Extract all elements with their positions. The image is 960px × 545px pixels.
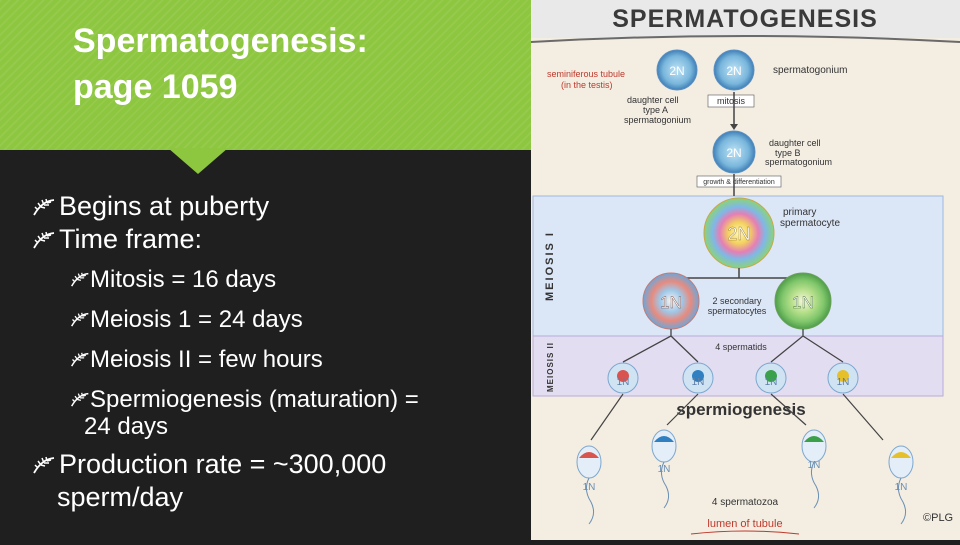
sub-bullet-item: Spermiogenesis (maturation) = 24 days bbox=[32, 386, 522, 440]
ploidy-label: 1N bbox=[692, 377, 705, 388]
bullet-text: Spermiogenesis (maturation) = bbox=[90, 386, 419, 413]
ploidy-label: 2N bbox=[669, 64, 684, 78]
seminiferous-label: seminiferous tubule bbox=[547, 69, 625, 79]
copyright-label: ©PLG bbox=[923, 512, 953, 524]
spermatids-label: 4 spermatids bbox=[715, 342, 767, 352]
ploidy-label: 1N bbox=[660, 293, 682, 312]
spermatogenesis-figure: SPERMATOGENESIS MEIOSIS I MEIOSIS II sem… bbox=[530, 0, 960, 540]
title-line-2: page 1059 bbox=[73, 68, 238, 106]
ploidy-label: 1N bbox=[765, 377, 778, 388]
fern-bullet-icon bbox=[33, 231, 55, 249]
growth-label: growth & differentiation bbox=[703, 179, 775, 186]
spermiogenesis-label: spermiogenesis bbox=[676, 400, 805, 419]
spermatogonium-cell bbox=[656, 49, 698, 91]
daughter-a-label-3: spermatogonium bbox=[624, 115, 691, 125]
bullet-item: Time frame: bbox=[32, 223, 522, 256]
spermatogonium-label: spermatogonium bbox=[773, 65, 847, 76]
sub-bullet-item: Meiosis 1 = 24 days bbox=[32, 306, 522, 333]
title-band bbox=[0, 0, 531, 150]
sub-bullet-item: Mitosis = 16 days bbox=[32, 266, 522, 293]
title-notch bbox=[168, 148, 228, 174]
ploidy-label: 1N bbox=[792, 293, 814, 312]
mitosis-label: mitosis bbox=[717, 96, 746, 106]
secondary-label: 2 secondary bbox=[712, 296, 762, 306]
bullet-text: Begins at puberty bbox=[59, 191, 270, 221]
title-line-1: Spermatogenesis: bbox=[73, 22, 368, 60]
bullet-text: Meiosis 1 = 24 days bbox=[90, 306, 303, 333]
secondary-label-2: spermatocytes bbox=[708, 306, 767, 316]
primary-label: primary bbox=[783, 207, 816, 218]
ploidy-label: 1N bbox=[617, 377, 630, 388]
fern-bullet-icon bbox=[71, 392, 89, 407]
bullet-text: Mitosis = 16 days bbox=[90, 266, 277, 293]
daughter-a-label: daughter cell bbox=[627, 95, 679, 105]
daughter-b-label: daughter cell bbox=[769, 138, 821, 148]
spermatozoa-label: 4 spermatozoa bbox=[712, 497, 779, 508]
fern-bullet-icon bbox=[33, 456, 55, 474]
bullet-text: Meiosis II = few hours bbox=[90, 346, 323, 373]
bullet-text-continued: 24 days bbox=[84, 413, 169, 440]
seminiferous-label-2: (in the testis) bbox=[561, 80, 613, 90]
meiosis-i-label: MEIOSIS I bbox=[544, 231, 556, 301]
type-b-cell bbox=[712, 130, 756, 174]
bullet-text: Time frame: bbox=[59, 224, 203, 254]
ploidy-label: 2N bbox=[727, 224, 750, 244]
ploidy-label: 1N bbox=[895, 482, 908, 493]
sub-bullet-item: Meiosis II = few hours bbox=[32, 346, 522, 373]
slide-title: Spermatogenesis: page 1059 bbox=[73, 18, 368, 110]
fern-bullet-icon bbox=[33, 198, 55, 216]
meiosis-ii-label: MEIOSIS II bbox=[546, 342, 555, 392]
lumen-label: lumen of tubule bbox=[707, 518, 782, 530]
bullet-list: Begins at puberty Time frame: Mitosis = … bbox=[32, 190, 522, 514]
spermatozoa: 1N 1N 1N 1N bbox=[576, 429, 914, 525]
ploidy-label: 2N bbox=[726, 64, 741, 78]
primary-label-2: spermatocyte bbox=[780, 218, 840, 229]
bullet-text: Production rate = ~300,000 bbox=[59, 449, 387, 479]
fern-bullet-icon bbox=[71, 272, 89, 287]
fern-bullet-icon bbox=[71, 352, 89, 367]
daughter-a-label-2: type A bbox=[643, 105, 668, 115]
meiosis-ii-band bbox=[532, 335, 944, 397]
bullet-item: Production rate = ~300,000 sperm/day bbox=[32, 448, 522, 514]
figure-title-band bbox=[531, 0, 960, 38]
ploidy-label: 2N bbox=[726, 146, 741, 160]
daughter-b-label-3: spermatogonium bbox=[765, 157, 832, 167]
ploidy-label: 1N bbox=[837, 377, 850, 388]
fern-bullet-icon bbox=[71, 312, 89, 327]
ploidy-label: 1N bbox=[583, 482, 596, 493]
spermatid-cells: 1N 1N 1N 1N bbox=[607, 362, 859, 394]
daughter-b-label-2: type B bbox=[775, 148, 801, 158]
spermatogenesis-diagram: SPERMATOGENESIS MEIOSIS I MEIOSIS II sem… bbox=[530, 0, 960, 535]
ploidy-label: 1N bbox=[808, 460, 821, 471]
spermatogonium-cell bbox=[713, 49, 755, 91]
bullet-text-continued: sperm/day bbox=[57, 482, 184, 512]
bullet-item: Begins at puberty bbox=[32, 190, 522, 223]
ploidy-label: 1N bbox=[658, 464, 671, 475]
figure-title: SPERMATOGENESIS bbox=[612, 5, 878, 33]
